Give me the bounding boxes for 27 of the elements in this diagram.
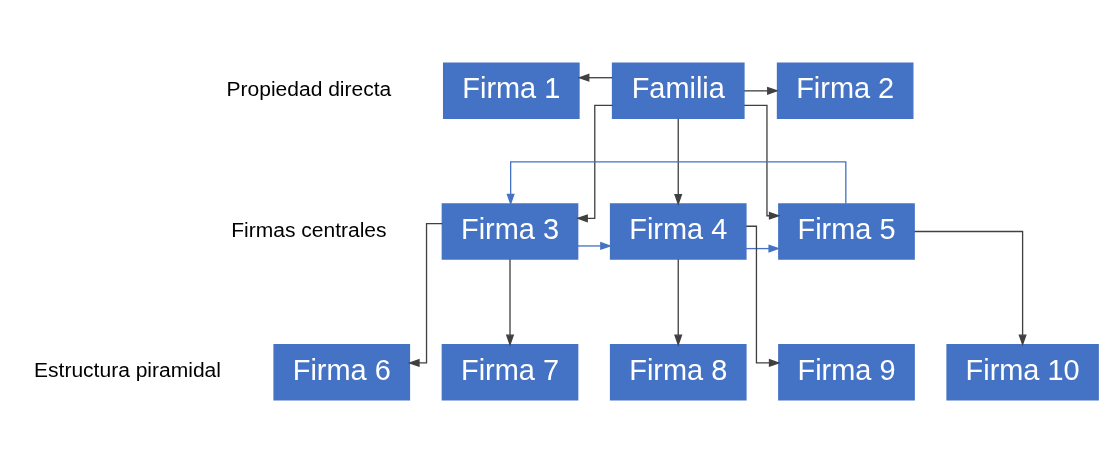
node-box: Firma 3 [441, 203, 579, 260]
arrow [674, 118, 683, 206]
label: Estructura piramidal [34, 358, 221, 382]
arrow [745, 244, 781, 253]
arrow [743, 86, 779, 95]
arrow [745, 225, 781, 368]
node-box: Firma 4 [609, 203, 747, 260]
arrow [506, 161, 847, 206]
label: Firmas centrales [231, 217, 387, 241]
label: Propiedad directa [226, 76, 392, 100]
arrow [743, 104, 781, 220]
node-box: Familia [611, 62, 745, 120]
arrow [407, 222, 443, 368]
node-box: Firma 5 [778, 203, 915, 260]
node-box: Firma 1 [442, 62, 580, 120]
arrow [913, 230, 1027, 347]
node-box: Firma 9 [778, 343, 915, 401]
arrow [577, 241, 612, 251]
node-box: Firma 6 [273, 343, 411, 401]
arrow [576, 104, 614, 223]
arrow [577, 73, 613, 82]
node-box: Firma 10 [946, 343, 1099, 401]
node-box: Firma 8 [609, 343, 747, 401]
node-box: Firma 2 [776, 62, 914, 120]
node-box: Firma 7 [441, 343, 579, 401]
arrow [674, 258, 683, 347]
arrow [505, 258, 515, 347]
